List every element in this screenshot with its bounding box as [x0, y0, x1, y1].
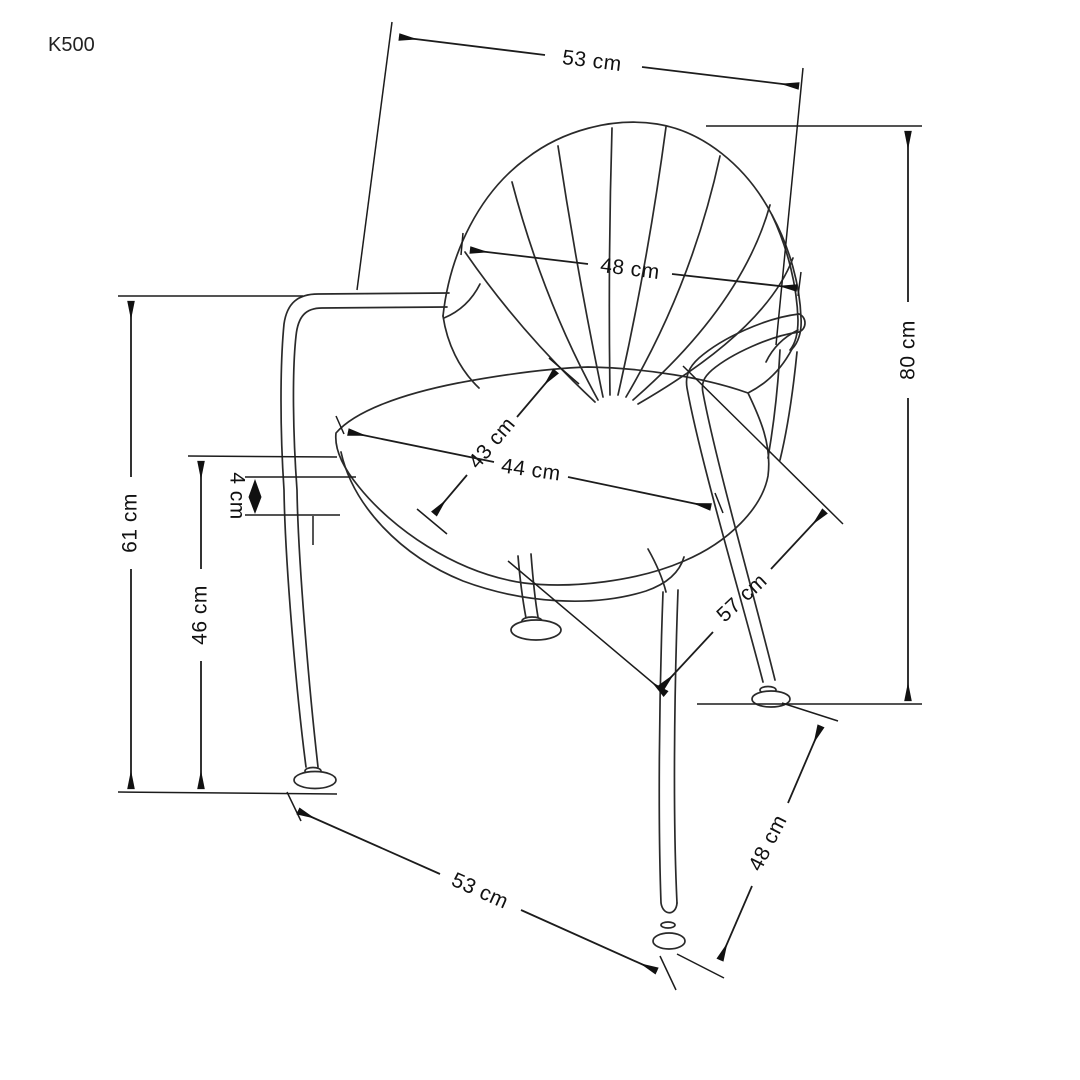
dimension-backrest-width: 48 cm — [460, 232, 802, 297]
left-armrest-inner — [292, 306, 448, 768]
dimension-overall-height: 80 cm — [697, 125, 922, 705]
dimension-line — [520, 909, 659, 975]
seat-under-right — [647, 548, 667, 593]
right-armrest-cap — [798, 313, 806, 333]
dimension-base-width: 53 cm — [286, 791, 677, 991]
leader-line — [507, 560, 669, 697]
backrest-outline — [442, 121, 802, 350]
dim-label-armrest-height: 61 cm — [119, 493, 142, 553]
backrest-fan-line — [464, 251, 596, 403]
right-armrest-outer — [685, 313, 800, 683]
extension-line — [187, 455, 338, 458]
dim-label-cushion-thickness: 4 cm — [226, 472, 249, 520]
dim-label-base-width: 53 cm — [448, 868, 512, 913]
rear-right-foot — [751, 690, 791, 708]
front-left-leg-inner — [530, 553, 539, 618]
backrest-fan-line — [557, 145, 604, 398]
dimension-line — [567, 476, 712, 511]
tick-mark — [416, 508, 448, 535]
backrest-side-panel-a — [767, 349, 781, 459]
tick-mark — [335, 415, 345, 435]
front-left-foot — [510, 619, 562, 641]
rear-left-foot — [293, 770, 337, 790]
extension-line — [356, 21, 393, 291]
dimension-line — [516, 368, 559, 418]
backrest-fan-line — [625, 155, 721, 398]
backrest-fan-line — [637, 257, 794, 405]
dimension-seat-depth: 43 cm — [416, 357, 580, 535]
left-armrest-outer — [280, 292, 450, 768]
dimension-line — [787, 724, 825, 804]
tick-mark — [797, 271, 802, 297]
backrest-fan-line — [608, 127, 613, 396]
seat-outline — [334, 366, 770, 586]
front-right-leg-outer — [658, 591, 678, 914]
backrest-fan-line — [632, 204, 771, 401]
dimension-line — [770, 508, 828, 570]
dim-label-top-width: 53 cm — [561, 46, 623, 76]
dimension-top-width: 53 cm — [356, 21, 804, 346]
dim-label-overall-height: 80 cm — [897, 320, 920, 380]
extension-line — [682, 365, 844, 525]
dimension-seat-width: 44 cm — [335, 415, 724, 514]
backrest-fan-line — [617, 126, 667, 396]
dimension-line — [641, 66, 800, 90]
backrest-edge-to-seat — [747, 348, 793, 394]
backrest-side-panel-b — [779, 351, 798, 461]
tick-mark — [548, 357, 580, 385]
dimension-line — [398, 33, 546, 56]
front-right-leg-inner — [673, 589, 679, 904]
backrest-fan-line — [511, 181, 599, 401]
model-title: K500 — [48, 34, 95, 56]
double-arrow — [248, 479, 262, 514]
tick-mark — [676, 953, 725, 979]
dimension-line — [431, 474, 468, 517]
dim-label-seat-height: 46 cm — [189, 585, 212, 645]
dimension-line — [469, 246, 589, 265]
dimension-line — [658, 631, 714, 691]
dimension-armrest-height: 61 cm — [117, 295, 338, 795]
dimension-cushion-thickness: 4 cm — [226, 472, 356, 545]
front-left-leg-outer — [517, 555, 527, 619]
dim-label-base-depth: 48 cm — [744, 811, 792, 875]
backrest-right-edge — [771, 214, 799, 351]
dim-label-overall-depth: 57 cm — [712, 569, 771, 627]
seat-skirt — [340, 451, 685, 602]
backrest-scallop-left — [443, 283, 481, 319]
right-armrest-inner — [701, 331, 800, 681]
extension-line — [775, 67, 804, 346]
dimension-line — [296, 807, 441, 875]
dimension-seat-height: 46 cm — [187, 455, 338, 790]
dimension-line — [671, 273, 798, 292]
tick-mark — [460, 232, 464, 256]
backrest-left-edge — [442, 315, 480, 389]
dim-label-backrest-width: 48 cm — [599, 254, 661, 284]
dim-label-seat-width: 44 cm — [500, 454, 562, 485]
dimension-base-depth: 48 cm — [676, 702, 839, 979]
tick-mark — [286, 791, 302, 822]
front-right-foot — [652, 932, 686, 950]
chair-illustration — [280, 121, 806, 950]
extension-line — [781, 702, 839, 722]
floor-line-left — [117, 791, 338, 795]
front-right-foot-collar — [660, 921, 676, 929]
dimension-line — [347, 428, 495, 463]
tick-mark — [659, 955, 677, 991]
dimension-line — [716, 885, 753, 962]
tick-mark — [714, 492, 724, 514]
